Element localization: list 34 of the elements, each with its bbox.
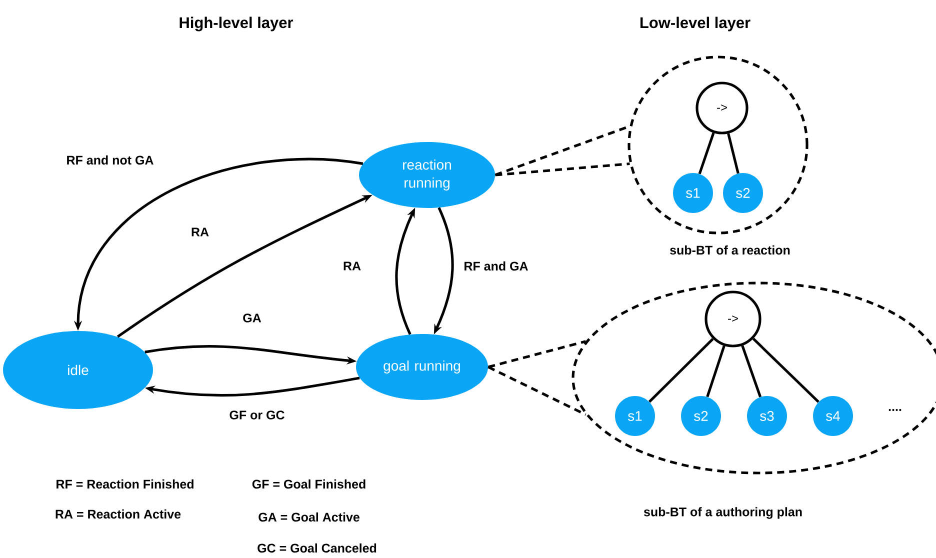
tree-branch	[741, 345, 762, 398]
abbreviation-note: GC = Goal Canceled	[258, 543, 376, 553]
node-label: sub-BT of a reaction	[670, 245, 790, 255]
action-node: s2	[723, 173, 763, 213]
sequence-node: ->	[704, 290, 762, 348]
action-node: s2	[681, 396, 721, 436]
tree-branch	[706, 345, 726, 398]
action-node: s1	[673, 173, 713, 213]
abbreviation-note: RF = Reaction Finished	[56, 479, 194, 489]
action-node: s4	[813, 396, 853, 436]
edge-label: RA	[342, 260, 362, 272]
callout-bubble	[628, 56, 808, 234]
abbreviation-note: GF = Goal Finished	[252, 479, 366, 489]
tree-branch	[752, 338, 820, 403]
callout-tail	[486, 340, 588, 416]
callout-tail	[494, 124, 632, 176]
edge-label: GF or GC	[228, 410, 286, 420]
edge-label: RA	[190, 226, 210, 238]
action-node: s1	[615, 396, 655, 436]
abbreviation-note: GA = Goal Active	[258, 512, 360, 522]
abbreviation-note: RA = Reaction Active	[56, 509, 181, 519]
tree-branch	[648, 338, 714, 403]
edge-label: RF and not GA	[65, 154, 155, 166]
edge-label: RF and GA	[462, 260, 530, 272]
edge-label: GA	[242, 312, 262, 324]
sequence-node: ->	[696, 82, 748, 134]
callout-bubble	[572, 282, 936, 474]
node-label: sub-BT of a authoring plan	[644, 507, 802, 519]
tree-branch	[727, 133, 740, 174]
layer-heading: High-level layer	[180, 16, 294, 32]
action-node: s3	[747, 396, 787, 436]
ellipsis: ....	[888, 409, 902, 411]
layer-heading: Low-level layer	[640, 16, 750, 32]
tree-branch	[698, 132, 715, 174]
